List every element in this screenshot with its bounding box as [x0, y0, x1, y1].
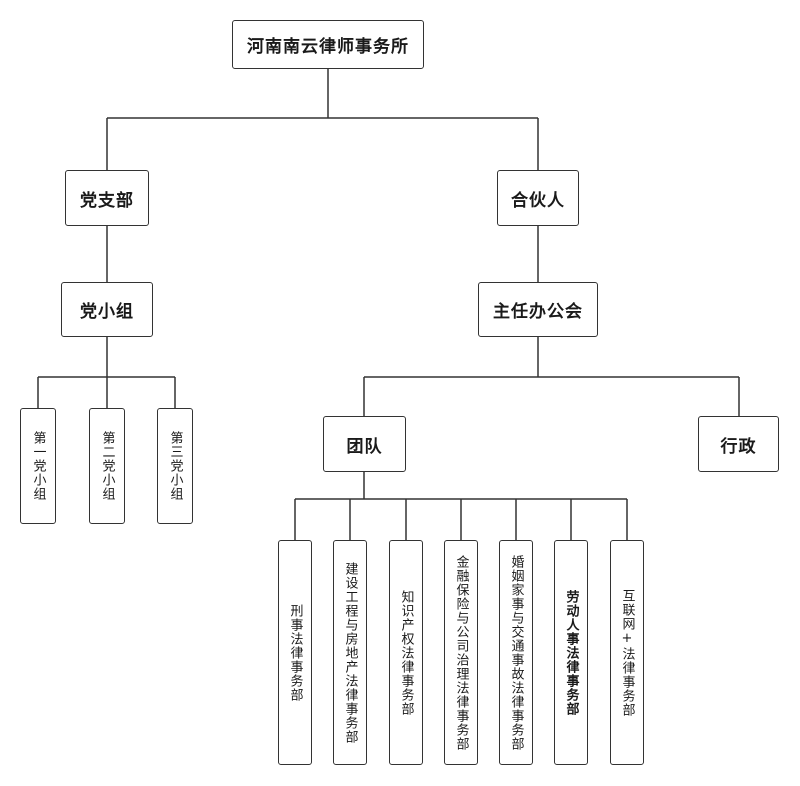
- node-party-branch: 党支部: [65, 170, 149, 226]
- node-party-subgroup-3: 第三党小组: [157, 408, 193, 524]
- node-party-subgroup-3-label: 第三党小组: [167, 431, 183, 501]
- node-dept-construction: 建设工程与房地产法律事务部: [333, 540, 367, 765]
- node-director-office: 主任办公会: [478, 282, 598, 337]
- node-party-subgroup-2: 第二党小组: [89, 408, 125, 524]
- node-dept-internet: 互联网+法律事务部: [610, 540, 644, 765]
- node-root-label: 河南南云律师事务所: [247, 37, 409, 57]
- node-party-subgroup-2-label: 第二党小组: [99, 431, 115, 501]
- node-dept-family-label: 婚姻家事与交通事故法律事务部: [508, 554, 524, 751]
- node-party-subgroup-1: 第一党小组: [20, 408, 56, 524]
- node-root: 河南南云律师事务所: [232, 20, 424, 69]
- node-dept-ip: 知识产权法律事务部: [389, 540, 423, 765]
- node-dept-family: 婚姻家事与交通事故法律事务部: [499, 540, 533, 765]
- node-party-group: 党小组: [61, 282, 153, 337]
- node-dept-labor: 劳动人事法律事务部: [554, 540, 588, 765]
- node-director-office-label: 主任办公会: [493, 302, 583, 322]
- node-dept-criminal: 刑事法律事务部: [278, 540, 312, 765]
- node-admin-label: 行政: [720, 436, 757, 457]
- node-team: 团队: [323, 416, 406, 472]
- node-dept-construction-label: 建设工程与房地产法律事务部: [342, 561, 358, 744]
- node-party-subgroup-1-label: 第一党小组: [30, 431, 46, 501]
- node-team-label: 团队: [346, 436, 383, 457]
- node-dept-finance: 金融保险与公司治理法律事务部: [444, 540, 478, 765]
- node-dept-labor-label: 劳动人事法律事务部: [563, 589, 579, 716]
- node-dept-ip-label: 知识产权法律事务部: [398, 589, 414, 716]
- node-dept-internet-label: 互联网+法律事务部: [619, 588, 635, 717]
- node-dept-finance-label: 金融保险与公司治理法律事务部: [453, 554, 469, 751]
- node-party-group-label: 党小组: [80, 302, 134, 322]
- node-admin: 行政: [698, 416, 779, 472]
- node-party-branch-label: 党支部: [80, 190, 134, 211]
- node-partners: 合伙人: [497, 170, 579, 226]
- node-partners-label: 合伙人: [511, 190, 565, 211]
- node-dept-criminal-label: 刑事法律事务部: [287, 603, 303, 702]
